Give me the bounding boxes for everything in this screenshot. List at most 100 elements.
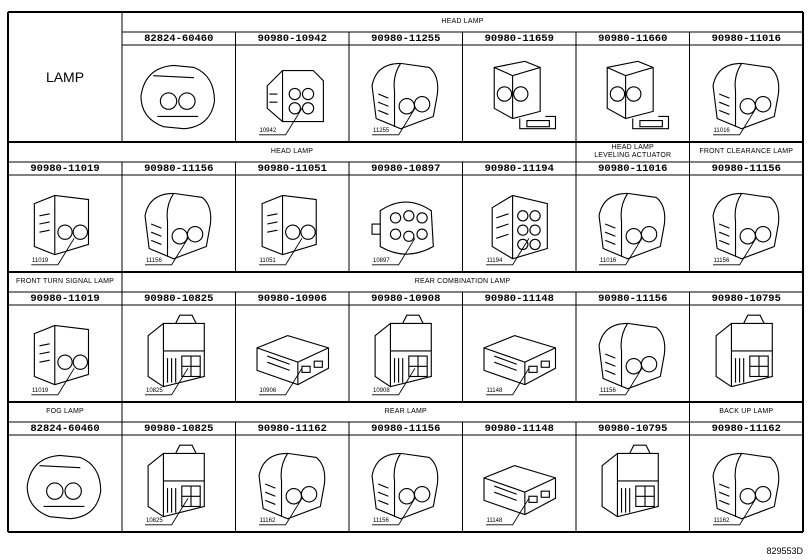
callout-label: 11016 [600,258,617,264]
connector-drawing: 10906 [236,305,350,402]
part-number: 90980-11162 [257,422,327,435]
group-label: FRONT CLEARANCE LAMP [699,147,794,155]
part-number: 90980-10825 [144,292,214,305]
group-label: FOG LAMP [46,407,84,415]
callout-label: 10942 [259,128,277,134]
connector-2pin-icon [31,194,90,266]
connector-flat-icon [482,335,556,396]
group-label: HEAD LAMP [270,147,314,155]
connector-drawing [576,435,690,532]
connector-box-icon [145,314,205,396]
callout-label: 11148 [486,388,503,394]
connector-drawing: 11148 [463,305,577,402]
connector-2pin-housing-icon [371,62,439,136]
callout-label: 11019 [32,258,49,264]
callout-label: 11016 [713,128,730,134]
connector-drawing: 10897 [349,175,463,272]
part-number: 90980-11162 [711,422,781,435]
connector-drawing [122,45,236,142]
group-label: HEAD LAMP [441,17,484,25]
connector-2pin-round-icon [140,64,216,130]
part-number: 90980-10795 [711,292,781,305]
connector-drawing: 11148 [463,435,577,532]
connector-2pin-round-icon [26,454,102,520]
connector-drawing [8,435,122,532]
connector-2pin-icon [258,194,317,266]
callout-label: 11156 [713,258,730,264]
connector-drawing: 11051 [236,175,350,272]
connector-box-icon [715,314,773,388]
connector-6pin-icon [485,194,548,266]
connector-2pin-housing-icon [598,192,666,266]
callout-label: 10825 [146,518,163,524]
connector-drawing: 10825 [122,435,236,532]
connector-2pin-icon [31,324,90,396]
part-number: 90980-10795 [598,422,668,435]
connector-2pin-housing-icon [711,192,779,266]
connector-drawing: 10825 [122,305,236,402]
callout-label: 11255 [373,128,390,134]
group-label: HEAD LAMP LEVELING ACTUATOR [594,143,672,159]
connector-drawing: 11156 [349,435,463,532]
part-number: 90980-11148 [484,422,554,435]
callout-label: 10908 [373,388,390,394]
connector-box-icon [601,444,659,518]
connector-2pin-housing-icon [257,452,325,526]
part-number: 90980-10906 [257,292,327,305]
part-number: 90980-11051 [257,162,327,175]
connector-box-icon [372,314,432,396]
connector-drawing: 10942 [236,45,350,142]
callout-label: 11156 [146,258,162,264]
callout-label: 11194 [486,258,503,264]
callout-label: 10825 [146,388,163,394]
connector-flat-icon [255,335,329,396]
part-number: 90980-10897 [371,162,441,175]
callout-label: 11148 [486,518,503,524]
part-number: 90980-11659 [484,32,554,45]
connector-drawing: 11162 [236,435,350,532]
part-number: 90980-11156 [371,422,441,435]
connector-drawing: 11016 [690,45,804,142]
page-title: LAMP [45,69,85,85]
connector-latch-icon [606,60,670,130]
part-number: 90980-10825 [144,422,214,435]
part-number: 90980-10908 [371,292,441,305]
callout-label: 11051 [259,258,276,264]
connector-2pin-housing-icon [711,452,779,526]
part-number: 90980-10942 [257,32,327,45]
figure-code: 829553D [766,546,803,556]
part-number: 82824-60460 [144,32,214,45]
table-grid-lines [7,11,804,533]
callout-label: 11162 [713,518,730,524]
callout-label: 10906 [259,388,277,394]
connector-2pin-housing-icon [144,192,212,266]
connector-drawing: 11255 [349,45,463,142]
group-label: FRONT TURN SIGNAL LAMP [15,277,114,285]
connector-flat-icon [482,465,556,526]
connector-latch-icon [493,60,556,130]
part-number: 90980-11156 [144,162,214,175]
connector-drawing [690,305,804,402]
callout-label: 11156 [600,388,616,394]
connector-drawing: 11156 [122,175,236,272]
connector-drawing [463,45,577,142]
part-number: 90980-11148 [484,292,554,305]
group-label: BACK UP LAMP [719,407,774,415]
group-label: REAR COMBINATION LAMP [414,277,511,285]
connector-drawing [576,45,690,142]
connector-drawing: 10908 [349,305,463,402]
connector-2pin-housing-icon [711,62,779,136]
part-number: 90980-11016 [598,162,668,175]
part-number: 90980-11156 [598,292,668,305]
connector-drawing: 11194 [463,175,577,272]
connector-drawing: 11162 [690,435,804,532]
connector-2pin-housing-icon [371,452,439,526]
group-label: REAR LAMP [384,407,427,415]
part-number: 90980-11019 [30,292,100,305]
part-number: 90980-11019 [30,162,100,175]
connector-2pin-housing-icon [598,322,666,396]
connector-box-icon [145,444,205,526]
part-number: 90980-11660 [598,32,668,45]
part-number: 90980-11156 [711,162,781,175]
connector-drawing: 11016 [576,175,690,272]
